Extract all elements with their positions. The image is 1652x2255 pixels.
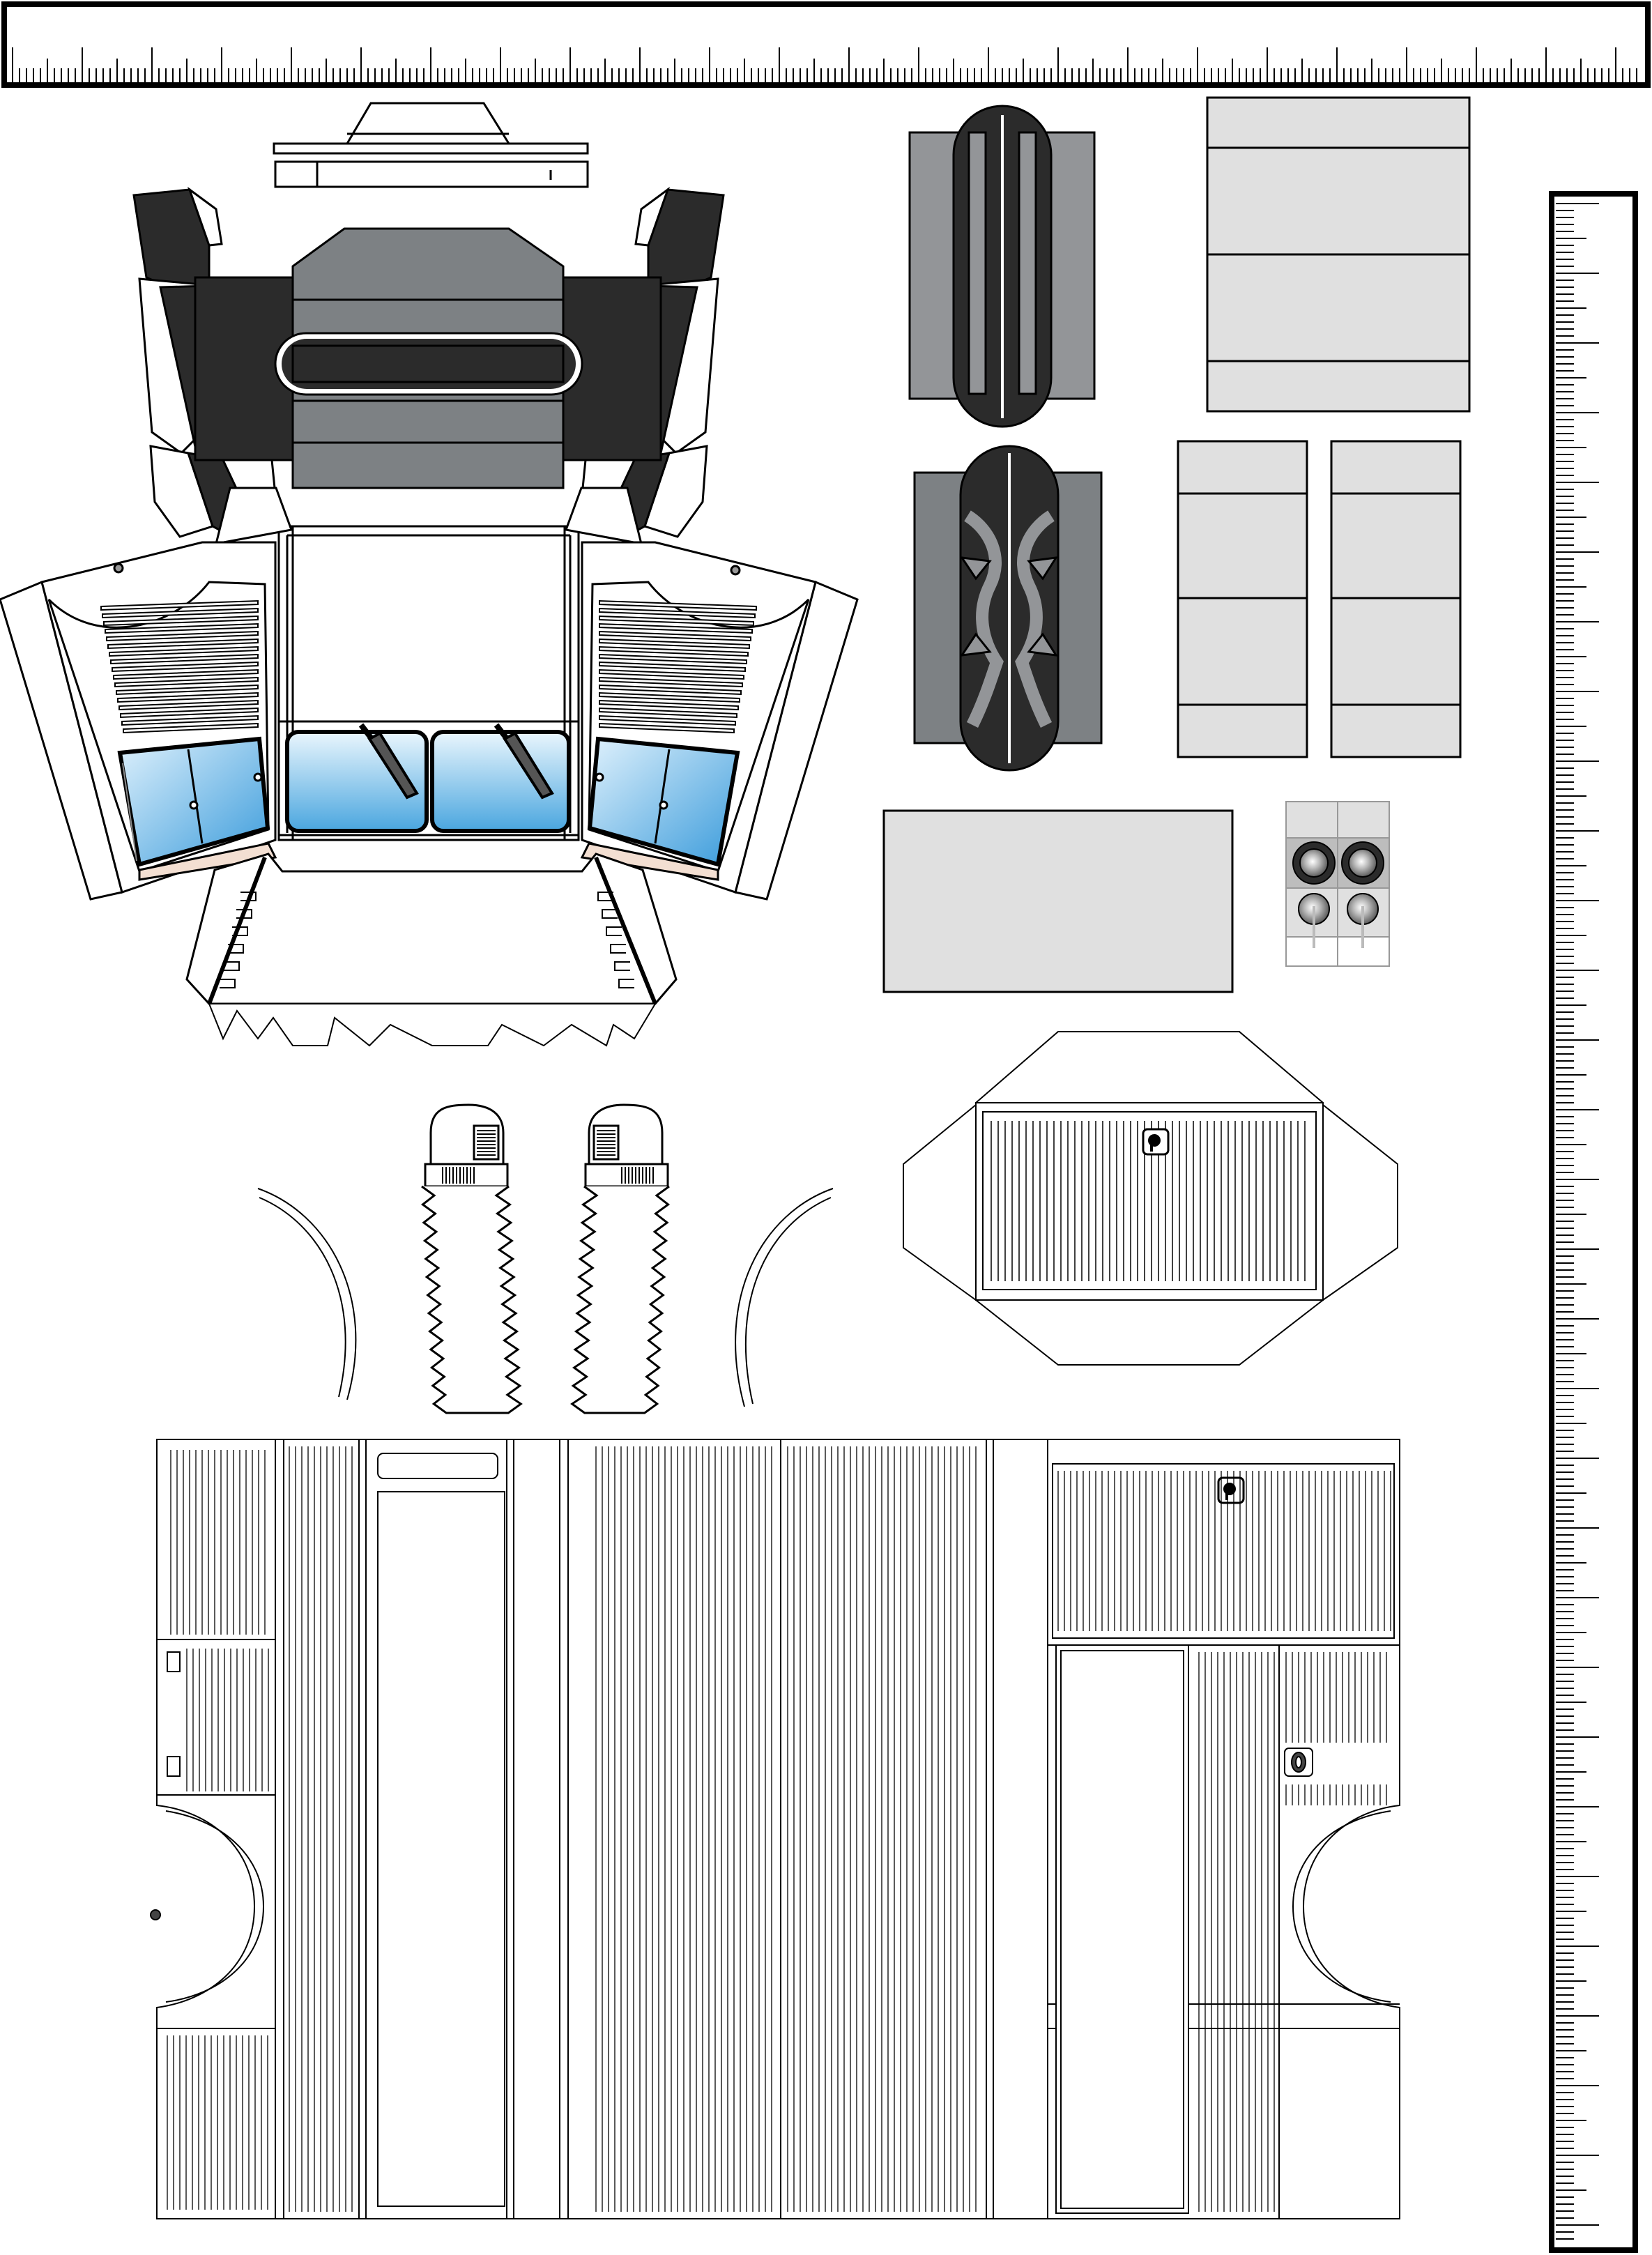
door-slat — [599, 607, 756, 619]
fender-arc-left — [257, 1188, 357, 1400]
door-slat — [106, 630, 259, 642]
bumper-tab — [228, 944, 244, 954]
bumper-tab — [602, 909, 618, 919]
door-slat — [113, 668, 259, 680]
bumper-tab — [606, 926, 622, 936]
door-slat — [120, 707, 259, 719]
door-slat — [107, 638, 259, 650]
door-slat — [116, 684, 259, 696]
bumper-tab — [232, 926, 248, 936]
gray-panel-large — [1206, 96, 1471, 413]
roof-light-bar — [273, 102, 589, 188]
door-slat — [117, 691, 259, 703]
door-slat — [599, 684, 742, 696]
plain-card — [882, 809, 1234, 993]
door-slat — [599, 638, 750, 650]
headlight-tile — [1285, 801, 1390, 967]
bumper-tab — [220, 979, 236, 988]
bumper-tab — [240, 892, 257, 901]
mirror-arm-left — [420, 1103, 523, 1414]
door-slat — [599, 615, 754, 627]
door-slat — [599, 707, 737, 719]
door-slat — [599, 699, 739, 711]
door-slat — [599, 661, 746, 673]
door-slat — [103, 615, 259, 627]
wiper-left — [358, 723, 419, 800]
door-slat — [599, 668, 744, 680]
bumper-tab — [236, 909, 252, 919]
box-net — [903, 1031, 1398, 1366]
ruler-top — [1, 1, 1651, 88]
ruler-right — [1549, 191, 1638, 2253]
cab-left-door — [0, 541, 277, 901]
cab-net — [0, 186, 859, 1047]
wheel-tread-right — [913, 445, 1103, 772]
mirror-arm-right — [570, 1103, 671, 1414]
bumper-tab — [618, 979, 634, 988]
door-slat — [118, 699, 259, 711]
wheel-tread-left — [908, 105, 1096, 428]
bumper-tab — [610, 944, 626, 954]
door-slat — [121, 714, 259, 726]
door-slat — [599, 714, 736, 726]
door-slat — [599, 630, 751, 642]
bumper-tab — [224, 961, 240, 971]
cab-right-door — [580, 541, 859, 901]
door-slat — [599, 653, 747, 665]
bumper-tab — [614, 961, 630, 971]
door-slat — [599, 599, 757, 611]
door-slat — [112, 661, 259, 673]
door-slat — [599, 676, 743, 688]
bumper-tab — [597, 892, 613, 901]
door-slat — [123, 722, 259, 734]
fender-arc-right — [735, 1188, 834, 1407]
gray-panel-left — [1177, 440, 1308, 758]
door-slat — [100, 599, 259, 611]
door-slat — [599, 645, 749, 657]
door-slat — [110, 653, 259, 665]
door-slat — [102, 607, 259, 619]
door-slat — [109, 645, 259, 657]
door-slat — [114, 676, 259, 688]
cab-bumper-flap — [185, 853, 678, 1047]
door-slat — [599, 622, 753, 634]
door-slat — [105, 622, 259, 634]
door-slat — [599, 722, 735, 734]
gray-panel-right — [1330, 440, 1462, 758]
door-slat — [599, 691, 740, 703]
body-side-panel — [150, 1439, 1400, 2219]
wiper-right — [494, 723, 554, 800]
